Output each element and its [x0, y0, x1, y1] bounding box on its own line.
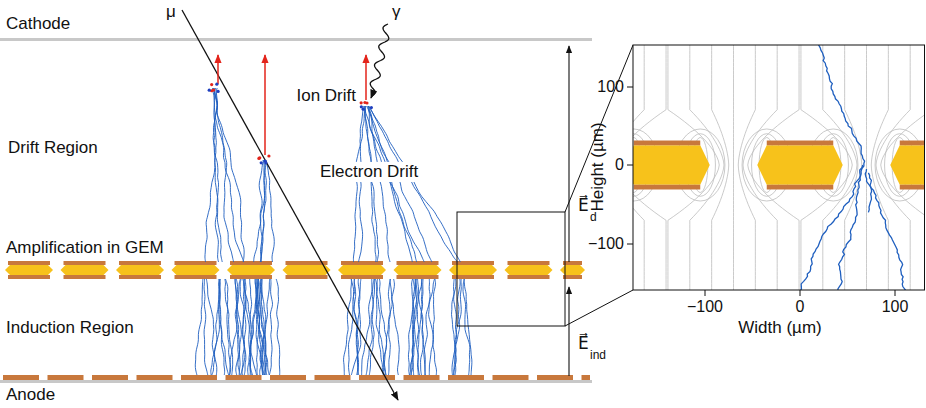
ion-drift-arrow [264, 55, 266, 155]
axis-title: Width (µm) [738, 318, 821, 338]
anode-plane [0, 380, 592, 383]
muon-track [182, 10, 398, 400]
ion-drift-arrow [365, 55, 367, 100]
plot-frame [633, 45, 925, 290]
axis-title: Height (µm) [588, 122, 608, 211]
field-arrow [568, 46, 569, 262]
gem-foil [5, 261, 585, 279]
field-symbol: E⃗ [578, 196, 589, 216]
cathode-plane [0, 38, 592, 41]
tick-label: 100 [597, 78, 624, 96]
field-subscript: ind [590, 349, 606, 363]
electron-tracks [195, 88, 472, 375]
field-subscript: d [590, 211, 597, 225]
process-label: Electron Drift [318, 162, 420, 182]
process-label: Ion Drift [296, 86, 356, 106]
electron-tracks [800, 45, 906, 290]
axis-ticks [627, 87, 895, 296]
particle-label: μ [166, 2, 176, 22]
region-label: Induction Region [6, 318, 134, 338]
tick-label: 0 [615, 156, 624, 174]
tick-label: −100 [687, 298, 723, 316]
zoom-leader [565, 290, 633, 326]
particle-label: γ [392, 2, 401, 22]
ion-drift-arrow [217, 55, 219, 84]
photon-track [370, 24, 389, 98]
tick-label: 0 [796, 298, 805, 316]
tick-label: −100 [588, 235, 624, 253]
zoom-leader [565, 45, 633, 212]
region-label: Amplification in GEM [6, 238, 164, 258]
plane-label: Cathode [6, 14, 70, 34]
anode-pads [3, 375, 590, 380]
region-label: Drift Region [6, 138, 100, 158]
ionisation-clusters [208, 83, 373, 165]
field-symbol: E⃗ [578, 334, 589, 354]
zoom-box [457, 212, 565, 326]
gem-cross-section [633, 141, 925, 190]
field-lines [633, 45, 925, 290]
plane-label: Anode [6, 385, 55, 405]
field-arrow [568, 287, 569, 376]
tick-label: 100 [882, 298, 909, 316]
